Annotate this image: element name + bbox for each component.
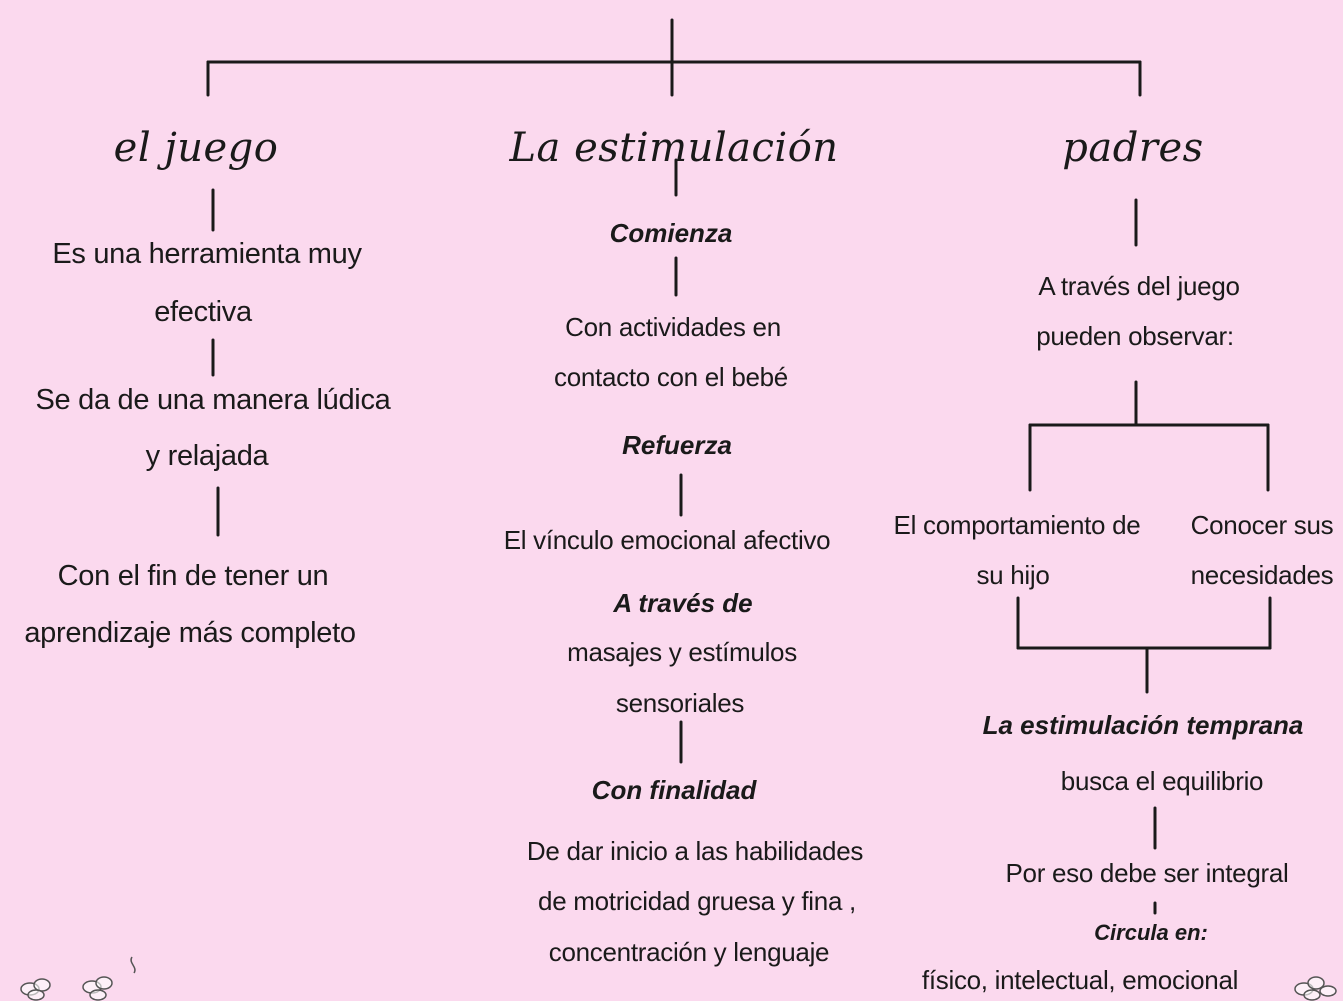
heading-padres: padres bbox=[1062, 125, 1204, 171]
estimulacion-text: concentración y lenguaje bbox=[548, 937, 830, 967]
padres-text: pueden observar: bbox=[1036, 321, 1234, 351]
estimulacion-text: de motricidad gruesa y fina , bbox=[538, 886, 856, 916]
estimulacion-label: A través de bbox=[613, 588, 753, 618]
estimulacion-text: Con actividades en bbox=[565, 312, 781, 342]
juego-text: efectiva bbox=[154, 296, 252, 328]
estimulacion-text: contacto con el bebé bbox=[554, 362, 788, 392]
padres-text: necesidades bbox=[1190, 560, 1334, 590]
padres-text: Conocer sus bbox=[1190, 510, 1334, 540]
juego-text: y relajada bbox=[145, 440, 269, 472]
heading-el-juego: el juego bbox=[113, 125, 279, 171]
padres-label: La estimulación temprana bbox=[982, 710, 1304, 740]
juego-text: Con el fin de tener un bbox=[57, 560, 329, 592]
estimulacion-label: Refuerza bbox=[622, 430, 732, 460]
estimulacion-text: sensoriales bbox=[615, 688, 745, 718]
padres-text: su hijo bbox=[976, 560, 1050, 590]
estimulacion-text: De dar inicio a las habilidades bbox=[526, 836, 864, 866]
padres-text: Por eso debe ser integral bbox=[1005, 858, 1289, 888]
juego-text: aprendizaje más completo bbox=[24, 617, 356, 649]
estimulacion-text: masajes y estímulos bbox=[567, 637, 797, 667]
estimulacion-text: El vínculo emocional afectivo bbox=[503, 525, 831, 555]
estimulacion-label: Con finalidad bbox=[591, 775, 757, 805]
flower-doodle-icon bbox=[20, 956, 136, 1001]
heading-la-estimulacion: La estimulación bbox=[509, 125, 839, 171]
padres-text: físico, intelectual, emocional bbox=[921, 965, 1239, 995]
padres-text: El comportamiento de bbox=[893, 510, 1141, 540]
padres-text: A través del juego bbox=[1038, 271, 1240, 301]
juego-text: Se da de una manera lúdica bbox=[35, 384, 391, 416]
flower-doodle-icon bbox=[1294, 976, 1337, 1001]
juego-text: Es una herramienta muy bbox=[52, 238, 362, 270]
estimulacion-label: Comienza bbox=[609, 218, 733, 248]
padres-text: busca el equilibrio bbox=[1060, 766, 1264, 796]
padres-label: Circula en: bbox=[1094, 920, 1208, 945]
